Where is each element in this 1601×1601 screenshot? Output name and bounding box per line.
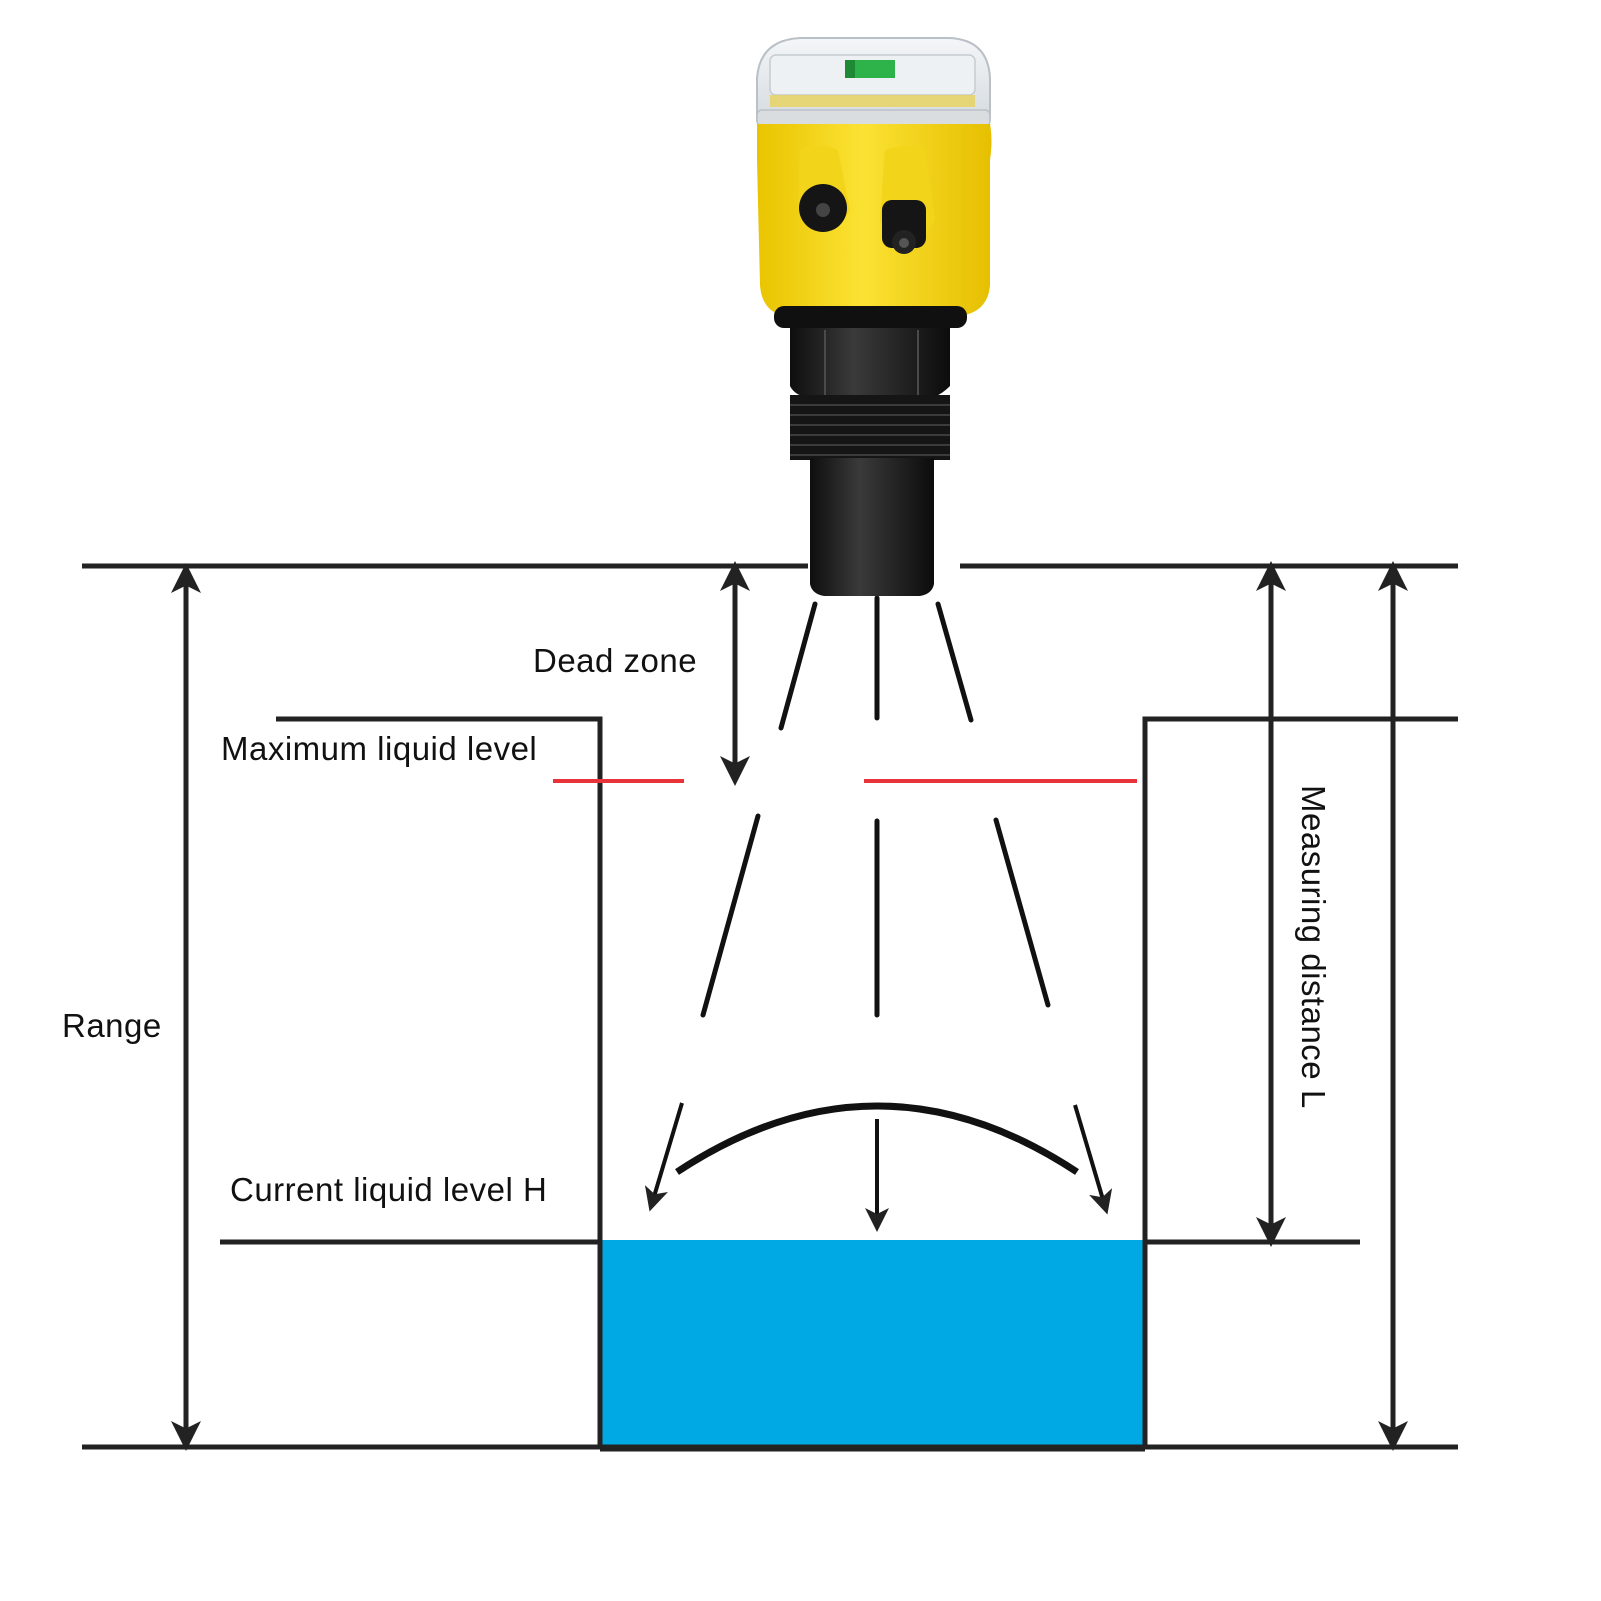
liquid-fill: [600, 1240, 1145, 1448]
echo-wave: [675, 1102, 1079, 1175]
range-label: Range: [62, 1007, 162, 1044]
tank-walls: [276, 716, 1458, 1452]
dimension-arrows: [171, 561, 1408, 1451]
reference-lines: [82, 563, 1458, 1450]
tank-right-wall: [1142, 716, 1458, 1447]
beam-left: [778, 601, 818, 731]
tank-left-wall: [276, 716, 603, 1447]
echo-arrows: [644, 1102, 1113, 1232]
beam-right: [935, 601, 974, 723]
ultrasonic-sensor-icon: [756, 37, 992, 596]
maximum-liquid-level-label: Maximum liquid level: [221, 730, 537, 767]
dead-zone-label: Dead zone: [533, 642, 697, 679]
measuring-distance-label: Measuring distance L: [1295, 785, 1332, 1109]
current-liquid-level-label: Current liquid level H: [230, 1171, 547, 1208]
sound-beam: [700, 595, 1051, 1018]
